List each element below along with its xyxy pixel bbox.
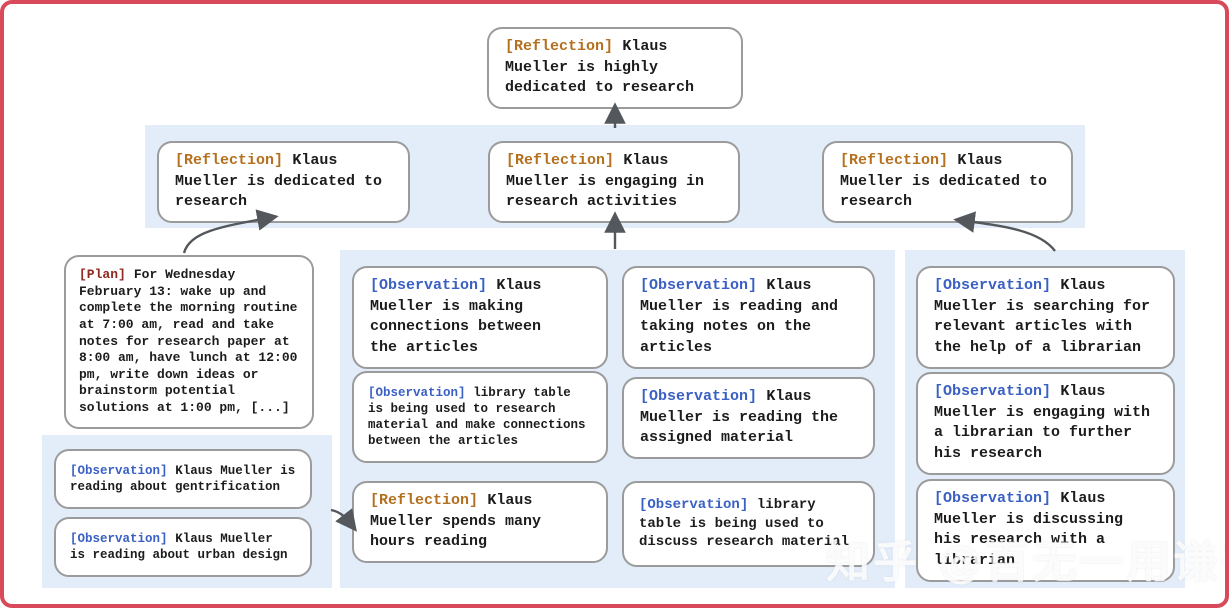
node-text: Klaus Mueller is reading about urban des… (70, 532, 288, 562)
node-text: Klaus Mueller is dedicated to research (175, 152, 383, 211)
node-text: Klaus Mueller is reading the assigned ma… (640, 388, 839, 447)
node-obs-library-discuss: [Observation]library table is being used… (622, 481, 875, 567)
observation-label: [Observation] (640, 277, 758, 294)
node-obs-gentrification: [Observation]Klaus Mueller is reading ab… (54, 449, 312, 509)
observation-label: [Observation] (370, 277, 488, 294)
node-text: library table is being used to research … (368, 386, 586, 448)
observation-label: [Observation] (934, 490, 1052, 507)
node-text: Klaus Mueller is dedicated to research (840, 152, 1048, 211)
node-obs-making-connections: [Observation]Klaus Mueller is making con… (352, 266, 608, 369)
node-obs-searching-articles: [Observation]Klaus Mueller is searching … (916, 266, 1175, 369)
observation-label: [Observation] (640, 388, 758, 405)
node-obs-library-research: [Observation]library table is being used… (352, 371, 608, 463)
node-reflection-hours-reading: [Reflection]Klaus Mueller spends many ho… (352, 481, 608, 564)
observation-label: [Observation] (70, 464, 168, 478)
node-obs-reading-notes: [Observation]Klaus Mueller is reading an… (622, 266, 875, 369)
node-text: Klaus Mueller is searching for relevant … (934, 277, 1151, 357)
node-text: Klaus Mueller is reading about gentrific… (70, 464, 296, 494)
node-plan: [Plan]For Wednesday February 13: wake up… (64, 255, 314, 429)
reflection-label: [Reflection] (840, 152, 949, 169)
node-text: Klaus Mueller spends many hours reading (370, 492, 542, 551)
node-row2-right-reflection: [Reflection]Klaus Mueller is dedicated t… (822, 141, 1073, 224)
node-text: Klaus Mueller is discussing his research… (934, 490, 1124, 570)
node-obs-assigned-material: [Observation]Klaus Mueller is reading th… (622, 377, 875, 460)
node-text: library table is being used to discuss r… (639, 497, 850, 551)
node-obs-discussing-research: [Observation]Klaus Mueller is discussing… (916, 479, 1175, 582)
reflection-label: [Reflection] (175, 152, 284, 169)
observation-label: [Observation] (70, 532, 168, 546)
node-row2-center-reflection: [Reflection]Klaus Mueller is engaging in… (488, 141, 740, 224)
node-text: Klaus Mueller is highly dedicated to res… (505, 38, 695, 97)
node-text: Klaus Mueller is engaging with a librari… (934, 383, 1151, 463)
node-top-reflection: [Reflection]Klaus Mueller is highly dedi… (487, 27, 743, 110)
node-text: Klaus Mueller is reading and taking note… (640, 277, 839, 357)
node-obs-urban-design: [Observation]Klaus Mueller is reading ab… (54, 517, 312, 577)
observation-label: [Observation] (368, 386, 466, 400)
reflection-label: [Reflection] (506, 152, 615, 169)
node-obs-engaging-librarian: [Observation]Klaus Mueller is engaging w… (916, 372, 1175, 475)
node-text: Klaus Mueller is making connections betw… (370, 277, 542, 357)
node-row2-left-reflection: [Reflection]Klaus Mueller is dedicated t… (157, 141, 410, 224)
observation-label: [Observation] (639, 497, 749, 513)
node-text: Klaus Mueller is engaging in research ac… (506, 152, 705, 211)
reflection-label: [Reflection] (505, 38, 614, 55)
plan-label: [Plan] (79, 267, 126, 282)
observation-label: [Observation] (934, 277, 1052, 294)
reflection-label: [Reflection] (370, 492, 479, 509)
observation-label: [Observation] (934, 383, 1052, 400)
node-text: For Wednesday February 13: wake up and c… (79, 267, 298, 415)
zhihu-watermark: 知乎 @百无一用谦书生 (826, 537, 1229, 588)
